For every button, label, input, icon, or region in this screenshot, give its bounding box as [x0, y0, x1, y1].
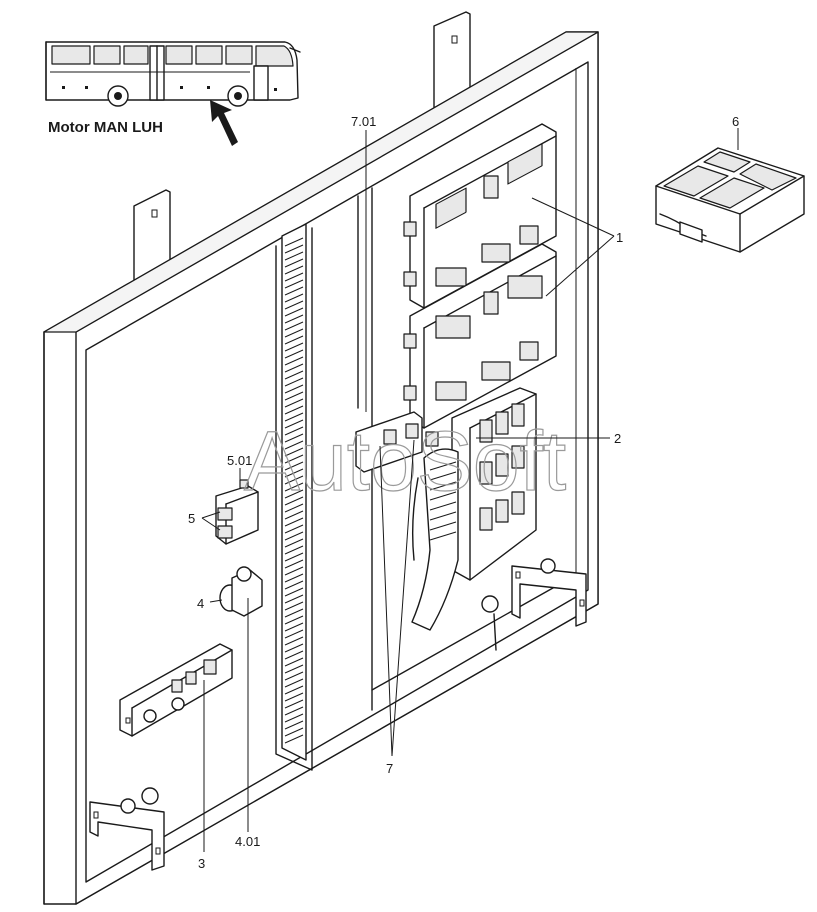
duct-slot — [284, 524, 304, 534]
callout-4-01: 4.01 — [235, 834, 260, 849]
duct-slot — [284, 559, 304, 569]
callout-5-01: 5.01 — [227, 453, 252, 468]
duct-slot — [284, 286, 304, 296]
switch-4 — [219, 566, 263, 617]
duct-slot — [284, 440, 304, 450]
duct-slot — [284, 272, 304, 282]
callout-4: 4 — [197, 596, 204, 611]
relay-5 — [215, 479, 259, 545]
duct-slot — [284, 608, 304, 618]
duct-slot — [284, 377, 304, 387]
duct-slot — [284, 503, 304, 513]
duct-slot — [284, 580, 304, 590]
duct-slot — [284, 454, 304, 464]
duct-slot — [284, 237, 304, 247]
duct-slot — [284, 405, 304, 415]
duct-slot — [284, 363, 304, 373]
callout-3: 3 — [198, 856, 205, 871]
duct-slot — [284, 692, 304, 702]
duct-slot — [284, 573, 304, 583]
duct-slot — [284, 412, 304, 422]
duct-slot — [284, 433, 304, 443]
duct-slot — [284, 615, 304, 625]
duct-slot — [284, 335, 304, 345]
duct-slot — [284, 538, 304, 548]
duct-slot — [284, 342, 304, 352]
callout-6: 6 — [732, 114, 739, 129]
duct-slot — [284, 300, 304, 310]
duct-slot — [284, 265, 304, 275]
relay-module-lower — [403, 243, 557, 429]
mounting-bracket-left — [89, 787, 165, 871]
duct-slot — [284, 321, 304, 331]
duct-slot — [284, 370, 304, 380]
duct-slot — [284, 258, 304, 268]
duct-slot — [284, 384, 304, 394]
duct-slot — [284, 510, 304, 520]
duct-slot — [284, 650, 304, 660]
duct-slot — [284, 664, 304, 674]
duct-slot — [284, 419, 304, 429]
duct-slot — [284, 468, 304, 478]
terminal-plate-3 — [119, 643, 233, 737]
cable-duct — [281, 223, 307, 761]
duct-slot — [284, 552, 304, 562]
relay-module-upper — [403, 123, 557, 309]
duct-slot — [284, 244, 304, 254]
duct-slot — [284, 706, 304, 716]
duct-slot — [284, 482, 304, 492]
duct-slot — [284, 475, 304, 485]
duct-slot — [284, 601, 304, 611]
duct-slot — [284, 496, 304, 506]
location-arrow-icon — [210, 100, 238, 146]
duct-slot — [284, 391, 304, 401]
duct-slot — [284, 622, 304, 632]
duct-slot — [284, 517, 304, 527]
duct-slot — [284, 699, 304, 709]
duct-slot — [284, 531, 304, 541]
connector-bracket — [355, 411, 439, 473]
duct-slot — [284, 545, 304, 555]
duct-slot — [284, 328, 304, 338]
control-unit — [411, 387, 537, 631]
leader-lines — [201, 128, 739, 852]
mounting-bracket-right — [481, 558, 587, 651]
watermark: AutoSoft — [244, 414, 566, 508]
engine-caption: Motor MAN LUH — [48, 119, 163, 136]
duct-slot — [284, 279, 304, 289]
duct-slot — [284, 447, 304, 457]
duct-slot — [284, 398, 304, 408]
bus-illustration — [45, 41, 301, 107]
duct-slot — [284, 566, 304, 576]
callout-7: 7 — [386, 761, 393, 776]
duct-slot — [284, 629, 304, 639]
duct-slot — [284, 356, 304, 366]
duct-slot — [284, 727, 304, 737]
duct-slot — [284, 307, 304, 317]
duct-slot — [284, 685, 304, 695]
duct-slot — [284, 657, 304, 667]
duct-slot — [284, 678, 304, 688]
duct-slot — [284, 461, 304, 471]
module-6 — [655, 147, 805, 253]
duct-slot — [284, 720, 304, 730]
duct-slot — [284, 643, 304, 653]
duct-slot — [284, 734, 304, 744]
duct-slot — [284, 594, 304, 604]
callout-5: 5 — [188, 511, 195, 526]
duct-slot — [284, 426, 304, 436]
callout-7-01: 7.01 — [351, 114, 376, 129]
callout-1: 1 — [616, 230, 623, 245]
duct-slot — [284, 713, 304, 723]
duct-slot — [284, 251, 304, 261]
duct-slot — [284, 636, 304, 646]
callout-2: 2 — [614, 431, 621, 446]
duct-slot — [284, 671, 304, 681]
duct-slot — [284, 587, 304, 597]
duct-slot — [284, 293, 304, 303]
duct-slot — [284, 349, 304, 359]
duct-slot — [284, 489, 304, 499]
duct-slot — [284, 314, 304, 324]
